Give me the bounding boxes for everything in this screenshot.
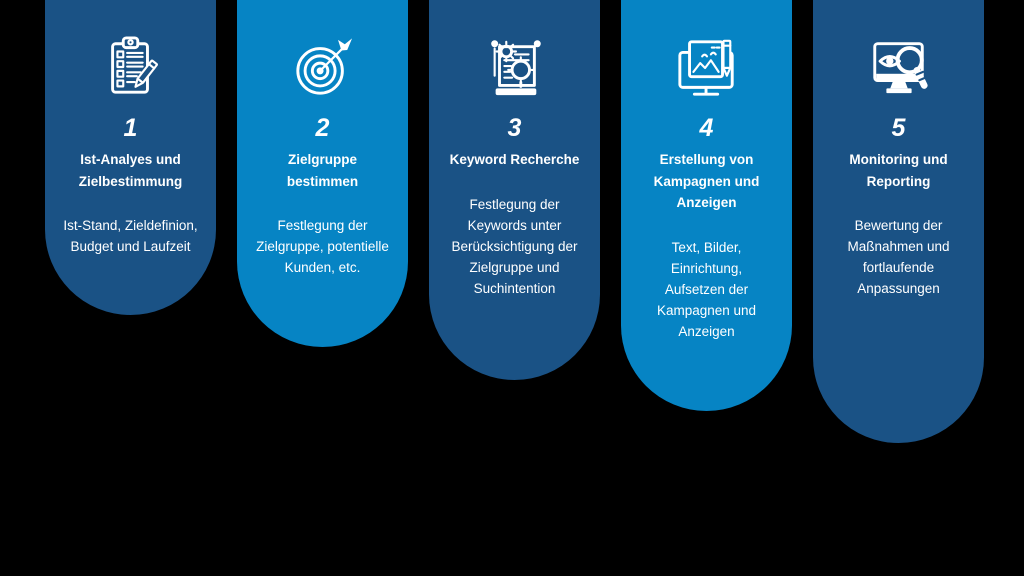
target-dart-icon [291, 33, 355, 101]
step-number: 5 [891, 114, 906, 142]
step-description: Festlegung der Zielgruppe, potentielle K… [256, 218, 389, 275]
monitor-image-pencil-icon [674, 33, 740, 101]
step-description: Ist-Stand, Zieldefinion, Budget und Lauf… [63, 218, 198, 254]
step-description: Bewertung der Maßnahmen und fortlaufende… [847, 218, 950, 296]
pencil-glyph [721, 39, 731, 77]
dart-fletching [337, 38, 352, 51]
step-title: Monitoring und Reporting [849, 152, 948, 189]
step-number: 3 [507, 114, 522, 142]
step-description: Festlegung der Keywords unter Berücksich… [451, 196, 578, 296]
magnifier-glyph [895, 46, 928, 89]
step-number: 2 [315, 114, 330, 142]
step-number: 1 [123, 114, 138, 142]
step-column-4: 4 Erstellung von Kampagnen und Anzeigen … [621, 0, 792, 411]
step-number: 4 [699, 114, 714, 142]
step-description: Text, Bilder, Einrichtung, Aufsetzen der… [656, 239, 757, 339]
step-column-2: 2 Zielgruppe bestimmen Festlegung der Zi… [237, 0, 408, 347]
gear-glyph [495, 40, 517, 63]
step-title: Ist-Analyes und Zielbestimmung [78, 152, 183, 189]
step-column-5: 5 Monitoring und Reporting Bewertung der… [813, 0, 984, 443]
monitor-eye-magnifier-icon [867, 33, 931, 101]
step-column-1: 1 Ist-Analyes und Zielbestimmung Ist-Sta… [45, 0, 216, 315]
clipboard-clip [121, 36, 139, 50]
step-column-3: 3 Keyword Recherche Festlegung der Keywo… [429, 0, 600, 380]
step-columns: 1 Ist-Analyes und Zielbestimmung Ist-Sta… [45, 0, 984, 443]
step-title: Erstellung von Kampagnen und Anzeigen [653, 152, 760, 210]
document-gear-magnifier-icon [484, 33, 546, 101]
magnifier-glyph [506, 56, 534, 88]
step-title: Keyword Recherche [449, 152, 580, 167]
step-title: Zielgruppe bestimmen [286, 152, 359, 189]
clipboard-checklist-icon [100, 33, 162, 101]
